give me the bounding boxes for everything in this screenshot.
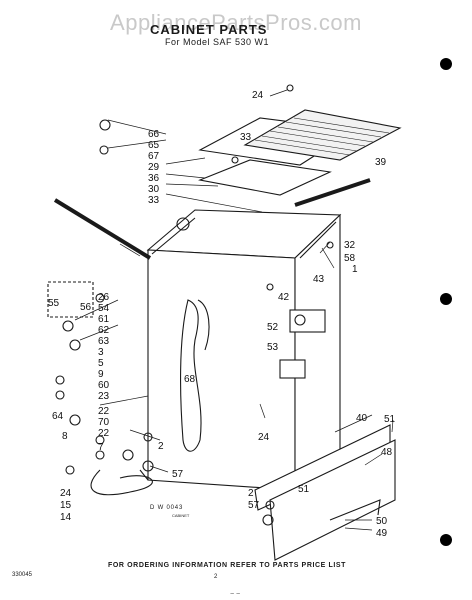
part-label: 14 (60, 512, 72, 523)
cabinet-front-cutout (180, 299, 202, 452)
front-panel-lower (269, 439, 396, 561)
part-label: 53 (267, 342, 279, 353)
side-trim-strip-right (294, 178, 371, 207)
part-label: 65 (148, 140, 160, 151)
part-label: 29 (148, 162, 160, 173)
part-label: 15 (60, 500, 72, 511)
part-label: 60 (98, 380, 110, 391)
part-label: 30 (148, 184, 160, 195)
page-number: 2 (214, 574, 218, 580)
part-label: 7 (98, 442, 104, 453)
diagram-title: CABINET PARTS (150, 22, 268, 37)
part-label: 52 (267, 322, 279, 333)
part-label: 24 (60, 488, 72, 499)
part-label: 58 (344, 253, 356, 264)
document-code: 330045 (12, 572, 33, 578)
binder-hole-top (440, 58, 452, 70)
drawing-code: D W 0043 (150, 505, 184, 511)
part-label: 49 (376, 528, 388, 539)
binder-hole-bottom (440, 534, 452, 546)
part-label: 36 (148, 173, 160, 184)
part-label: 56 (80, 302, 92, 313)
part-label: 48 (381, 447, 393, 458)
part-label: 5 (98, 358, 104, 369)
part-label: 2 (248, 488, 254, 499)
part-label: 54 (98, 303, 110, 314)
part-label: 23 (98, 391, 110, 402)
callout-box (47, 281, 94, 318)
part-label: 50 (376, 516, 388, 527)
diagram-subtitle: For Model SAF 530 W1 (165, 37, 270, 47)
part-label: 22 (98, 406, 110, 417)
part-label: 67 (148, 151, 160, 162)
part-label: 22 (98, 428, 110, 439)
part-label: 40 (356, 413, 368, 424)
part-label: 57 (172, 469, 184, 480)
part-label: 43 (313, 274, 325, 285)
watermark-text: AppliancePartsPros.com (110, 10, 362, 35)
part-label: 24 (252, 90, 264, 101)
top-cover-grille (243, 109, 402, 161)
part-label: 61 (98, 314, 110, 325)
part-label: 32 (344, 240, 356, 251)
drain-hose (90, 469, 153, 496)
part-label: 33 (240, 132, 252, 143)
part-label: 57 (248, 500, 260, 511)
part-label: 64 (52, 411, 64, 422)
part-label: 3 (98, 347, 104, 358)
switch-unit (279, 359, 306, 379)
part-label: 1 (352, 264, 358, 275)
part-label: 63 (98, 336, 110, 347)
part-label: 66 (148, 129, 160, 140)
part-label: 62 (98, 325, 110, 336)
part-labels: 24 33 39 66 65 67 29 36 30 33 32 58 1 43… (48, 90, 396, 539)
part-label: 9 (98, 369, 104, 380)
part-label: 24 (258, 432, 270, 443)
part-label: 51 (384, 414, 396, 425)
part-label: 8 (62, 431, 68, 442)
handwritten-note: ~ ~ (230, 591, 241, 598)
part-label: 2 (158, 441, 164, 452)
part-label: 55 (48, 298, 60, 309)
part-label: 51 (298, 484, 310, 495)
part-label: 70 (98, 417, 110, 428)
binder-hole-middle (440, 293, 452, 305)
part-label: 68 (184, 374, 196, 385)
rear-bracket-plate (198, 159, 332, 196)
side-trim-strip-left (53, 198, 152, 260)
part-label: 42 (278, 292, 290, 303)
part-label: 39 (375, 157, 387, 168)
part-label: 33 (148, 195, 160, 206)
part-label: 26 (98, 292, 110, 303)
drawing-subcode: CABINET (172, 513, 190, 518)
ordering-footer-note: FOR ORDERING INFORMATION REFER TO PARTS … (108, 562, 347, 569)
